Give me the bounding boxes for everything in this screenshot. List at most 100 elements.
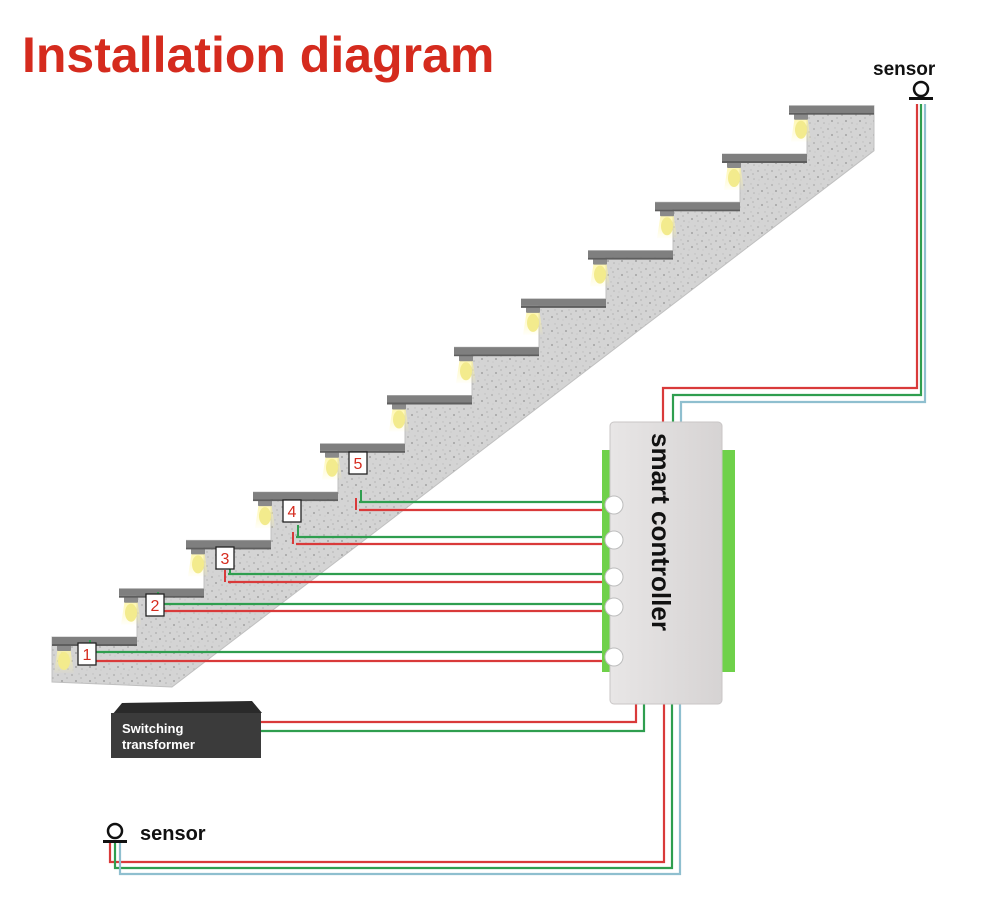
sensor-bottom-icon [103, 822, 127, 843]
stair-light-icon [57, 645, 71, 651]
step-number-box [348, 451, 368, 475]
transformer-body [111, 713, 261, 758]
transformer-wire-green [261, 700, 646, 733]
stair-step [387, 395, 472, 432]
stair-tread [253, 492, 338, 500]
transformer-label-line2: transformer [122, 737, 195, 752]
stair-step [454, 347, 539, 384]
stair-step [655, 202, 740, 239]
step-number-labels: 1 2 3 4 5 [77, 451, 368, 666]
step-number-box [77, 642, 97, 666]
stair-light-glow [527, 313, 539, 332]
sensor-top-wire-blue [679, 104, 927, 428]
step-number-text: 1 [83, 647, 92, 664]
stair-tread [454, 347, 539, 355]
step-number-text: 4 [288, 504, 297, 521]
stair-tread-edge [789, 112, 874, 115]
sensor-bottom-label: sensor [140, 823, 206, 845]
stair-light-glow [795, 120, 807, 139]
stair-step [722, 154, 807, 190]
controller-port [604, 495, 624, 515]
stair-tread-edge [521, 305, 606, 308]
stair-tread-edge [588, 257, 673, 260]
stair-light-glow [393, 410, 405, 429]
step-number-5: 5 [348, 451, 368, 475]
staircase [51, 105, 875, 688]
stair-light-glow [460, 362, 472, 381]
controller-label: smart controller [646, 433, 676, 631]
stair-tread [320, 443, 405, 451]
stair-step [789, 105, 874, 142]
stair-light-glow [728, 169, 740, 187]
controller-port [604, 567, 624, 587]
controller-port [604, 597, 624, 617]
transformer-top [112, 701, 262, 715]
stair-tread-edge [454, 354, 539, 357]
stair-step [588, 250, 673, 287]
step-number-text: 3 [221, 551, 230, 568]
stair-light-icon [191, 548, 205, 555]
stair-light-icon [593, 258, 607, 265]
sensor-top-wire-red [661, 104, 919, 428]
stair-light-glow [125, 603, 137, 622]
stair-tread [521, 298, 606, 306]
stair-light-glow [594, 265, 606, 284]
wiring [84, 104, 927, 876]
stair-light-glow [259, 507, 271, 526]
stair-tread [52, 637, 137, 644]
step-number-1: 1 [77, 642, 97, 666]
sensor-top-wire-green [671, 104, 923, 428]
stair-light-glow [58, 652, 70, 670]
stair-tread [186, 540, 271, 548]
step-number-3: 3 [215, 546, 235, 570]
sensor-bottom: sensor [103, 822, 206, 845]
step-number-box [145, 593, 165, 617]
stair-light-glow [326, 458, 338, 477]
stair-tread [655, 202, 740, 210]
sensor-bottom-wire-green [113, 700, 674, 870]
sensor-top: sensor [873, 59, 936, 100]
stair-step [521, 298, 606, 335]
page-title: Installation diagram [22, 27, 494, 83]
step-number-2: 2 [145, 593, 165, 617]
controller-right-rail [722, 450, 735, 672]
stair-light-icon [124, 596, 138, 603]
stair-tread-edge [722, 161, 807, 163]
stair-light-icon [526, 306, 540, 313]
stair-step [52, 637, 137, 673]
sensor-top-label: sensor [873, 59, 936, 80]
stair-light-glow [192, 555, 204, 574]
sensor-bottom-wire-red [108, 700, 666, 864]
stair-tread [722, 154, 807, 161]
stair-tread-edge [387, 402, 472, 405]
stair-tread [387, 395, 472, 403]
stair-tread-edge [655, 209, 740, 212]
controller-body [609, 421, 723, 705]
stair-light-icon [660, 210, 674, 217]
step-number-text: 5 [354, 456, 363, 473]
stair-light-icon [794, 113, 808, 120]
step-number-4: 4 [282, 499, 302, 523]
switching-transformer: Switching transformer [111, 701, 262, 758]
stair-tread [119, 588, 204, 596]
stair-light-icon [727, 162, 741, 168]
controller-port [604, 647, 624, 667]
sensor-bottom-wire-blue [118, 700, 682, 876]
transformer-wire-red [261, 700, 638, 724]
transformer-label-line1: Switching [122, 721, 183, 736]
stair-tread [588, 250, 673, 258]
smart-controller: smart controller [602, 421, 735, 705]
controller-ports [604, 495, 624, 667]
sensor-top-icon [909, 80, 933, 100]
step-number-text: 2 [151, 598, 160, 615]
step-number-box [215, 546, 235, 570]
stair-light-glow [661, 217, 673, 236]
stair-light-icon [325, 451, 339, 458]
stair-light-icon [459, 355, 473, 362]
controller-port [604, 530, 624, 550]
step-number-box [282, 499, 302, 523]
stair-light-icon [392, 403, 406, 410]
stair-tread [789, 105, 874, 113]
